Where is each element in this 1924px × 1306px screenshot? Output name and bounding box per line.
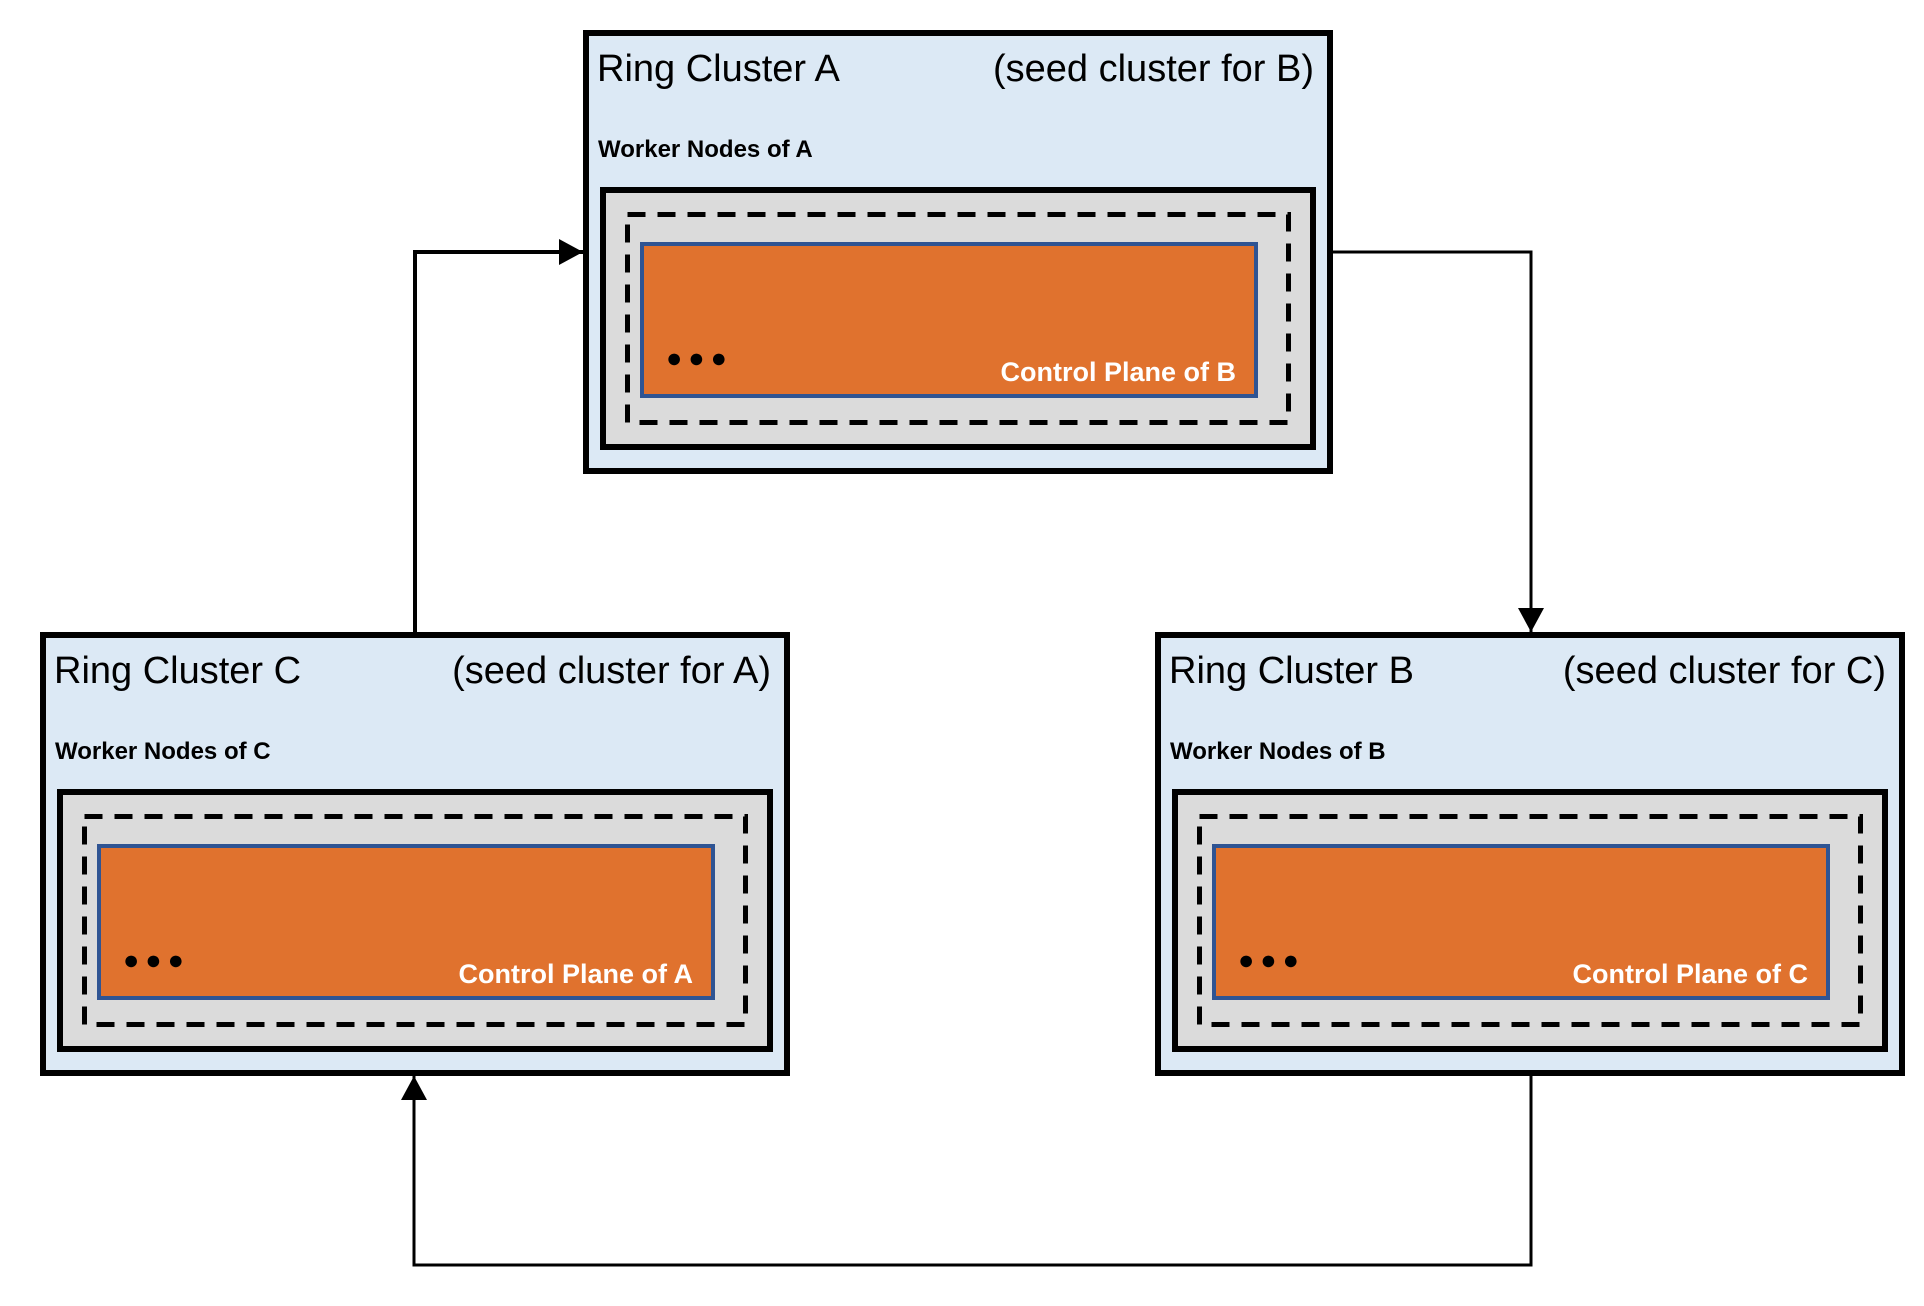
cluster-b-control-plane-label: Control Plane of C xyxy=(1572,958,1809,989)
cluster-c-dashed-boundary xyxy=(82,814,748,1027)
cluster-a-dashed-boundary xyxy=(625,212,1291,425)
cluster-c-control-plane-label: Control Plane of A xyxy=(458,958,694,989)
arrow-b-to-c xyxy=(401,1076,1533,1267)
cluster-c-worker-nodes-label: Worker Nodes of C xyxy=(55,738,271,765)
arrow-a-to-b xyxy=(1333,250,1544,632)
cluster-c-worker-nodes-panel: ●●● Control Plane of A xyxy=(57,789,773,1052)
cluster-b-worker-nodes-panel: ●●● Control Plane of C xyxy=(1172,789,1888,1052)
cluster-a-control-plane-label: Control Plane of B xyxy=(1000,356,1237,387)
cluster-c-header: Ring Cluster C (seed cluster for A) xyxy=(54,648,771,696)
cluster-b-dashed-boundary xyxy=(1197,814,1863,1027)
cluster-a-worker-nodes-label: Worker Nodes of A xyxy=(598,136,813,163)
cluster-b-header: Ring Cluster B (seed cluster for C) xyxy=(1169,648,1886,696)
more-nodes-dots-icon: ●●● xyxy=(123,945,190,975)
cluster-a-header: Ring Cluster A (seed cluster for B) xyxy=(597,46,1314,94)
more-nodes-dots-icon: ●●● xyxy=(1238,945,1305,975)
cluster-b-worker-nodes-label: Worker Nodes of B xyxy=(1170,738,1386,765)
cluster-a-seed-note: (seed cluster for B) xyxy=(993,48,1314,90)
cluster-c-control-plane-box: ●●● Control Plane of A xyxy=(97,844,715,1000)
cluster-b-seed-note: (seed cluster for C) xyxy=(1562,650,1886,692)
cluster-c-title: Ring Cluster C xyxy=(54,650,302,692)
cluster-a-control-plane-box: ●●● Control Plane of B xyxy=(640,242,1258,398)
cluster-b-title: Ring Cluster B xyxy=(1169,650,1414,692)
cluster-c: Ring Cluster C (seed cluster for A) Work… xyxy=(40,632,790,1076)
cluster-c-seed-note: (seed cluster for A) xyxy=(452,650,771,692)
cluster-a-worker-nodes-panel: ●●● Control Plane of B xyxy=(600,187,1316,450)
cluster-a: Ring Cluster A (seed cluster for B) Work… xyxy=(583,30,1333,474)
cluster-b-control-plane-box: ●●● Control Plane of C xyxy=(1212,844,1830,1000)
more-nodes-dots-icon: ●●● xyxy=(666,343,733,373)
arrow-c-to-a xyxy=(413,239,583,632)
cluster-b: Ring Cluster B (seed cluster for C) Work… xyxy=(1155,632,1905,1076)
cluster-a-title: Ring Cluster A xyxy=(597,48,840,90)
